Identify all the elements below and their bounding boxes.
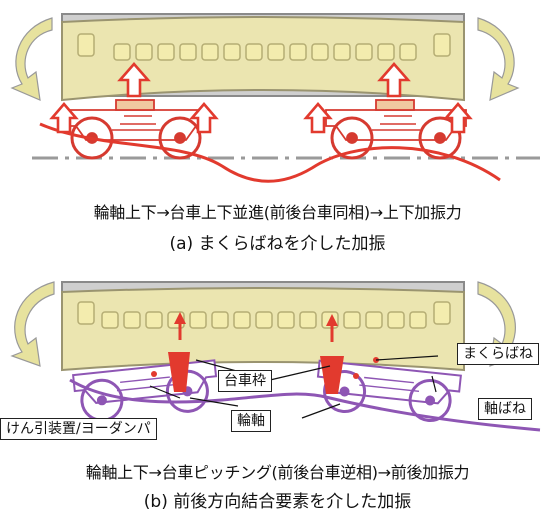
caption-a-line2: (a) まくらばねを介した加振: [169, 234, 386, 254]
label-wheelset: 輪軸: [231, 410, 271, 432]
curved-arrow-right-a: [477, 17, 520, 101]
panel-a: [10, 13, 540, 183]
label-bogie-frame: 台車枠: [218, 370, 272, 392]
label-traction-device: けん引装置/ヨーダンパ: [0, 418, 157, 440]
car-body-b: [61, 281, 465, 372]
bogie-right-a: [325, 99, 467, 160]
traction-links-b: [151, 312, 379, 394]
curved-arrow-left-a: [10, 17, 53, 101]
label-axle-spring: 軸ばね: [478, 398, 532, 420]
caption-a-line1: 輪軸上下→台車上下並進(前後台車同相)→上下加振力: [93, 203, 462, 222]
panel-b: [10, 281, 541, 432]
up-arrows-a: [49, 62, 473, 134]
track-wave-b: [69, 378, 541, 432]
bogie-right-b: [316, 359, 462, 423]
leader-lines-b: [149, 355, 439, 419]
label-air-spring: まくらばね: [457, 343, 539, 365]
track-wave-a: [39, 122, 501, 183]
windows-a: [113, 43, 417, 61]
caption-b-line2: (b) 前後方向結合要素を介した加振: [143, 492, 412, 512]
curved-arrow-left-b: [10, 281, 55, 367]
windows-b: [101, 311, 427, 329]
caption-b-line1: 輪軸上下→台車ピッチング(前後台車逆相)→前後加振力: [85, 463, 470, 482]
bogie-left-a: [65, 99, 207, 160]
car-body-a: [61, 13, 465, 102]
